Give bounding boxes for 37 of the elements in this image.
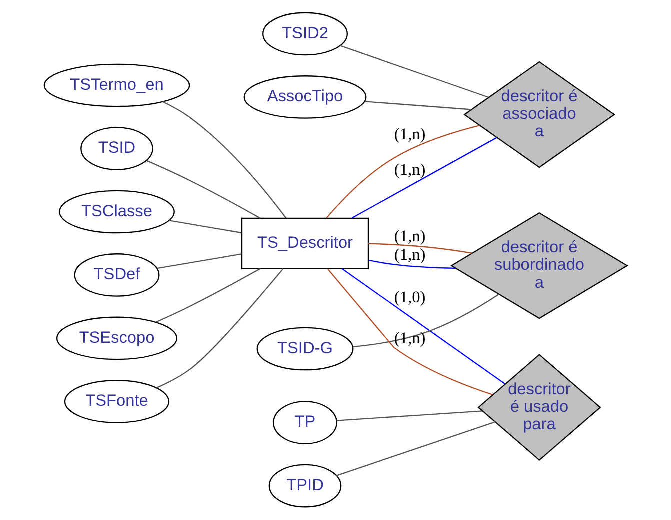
node-ellipse: AssocTipo (243, 76, 366, 119)
connector (146, 160, 260, 219)
connector (168, 220, 242, 234)
node-ellipse: TSEscopo (56, 316, 178, 360)
node-ellipse: TSDef (74, 254, 160, 297)
connector (336, 410, 482, 422)
node-box: TS_Descritor (240, 218, 369, 270)
node-ellipse: TP (272, 401, 337, 444)
connector (368, 260, 456, 269)
connector (351, 137, 497, 219)
node-ellipse: TSTermo_en (43, 64, 190, 108)
edge-label: (1,n) (394, 245, 426, 264)
node-ellipse: TSID2 (262, 12, 348, 56)
connector (327, 268, 493, 396)
connector (162, 101, 286, 219)
connector (352, 294, 499, 348)
node-ellipse: TSFonte (64, 380, 170, 424)
edge-label: (1,n) (394, 124, 426, 144)
node-ellipse: TSClasse (58, 190, 174, 234)
node-ellipse: TPID (268, 464, 342, 508)
edge-label: (1,n) (394, 160, 426, 179)
connector (156, 268, 284, 389)
connector (336, 422, 496, 476)
connector (339, 45, 488, 98)
connector (341, 268, 506, 385)
edge-label: (1,0) (394, 287, 426, 306)
edge-label: (1,n) (394, 226, 426, 246)
connector (155, 268, 260, 323)
node-diamond: descritor é subordinado a (450, 212, 628, 320)
connector (156, 254, 242, 270)
node-diamond: descritor é associado a (463, 61, 615, 168)
connector (364, 101, 472, 110)
connector (326, 125, 480, 219)
node-ellipse: TSID (80, 127, 153, 170)
node-diamond: descritor é usado para (477, 354, 601, 462)
connector (368, 243, 472, 254)
node-ellipse: TSID-G (256, 327, 354, 371)
